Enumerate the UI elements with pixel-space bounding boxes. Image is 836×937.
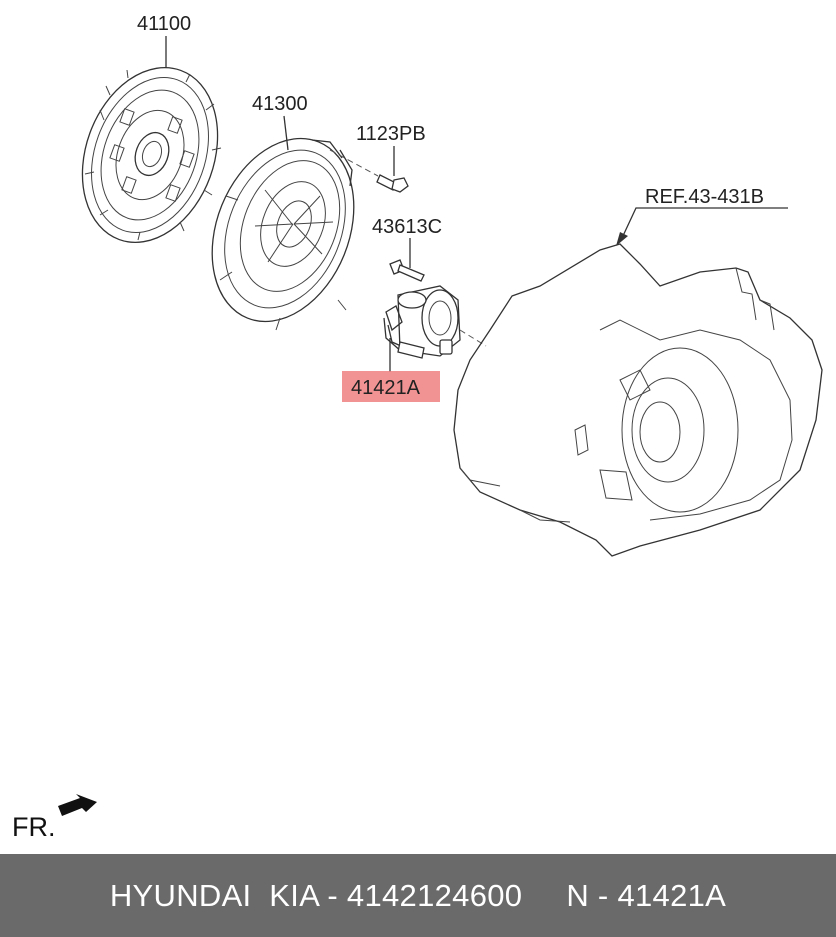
label-41300: 41300 [252, 93, 308, 115]
label-1123pb: 1123PB [356, 123, 426, 145]
front-direction-arrow-icon [58, 794, 97, 816]
footer-brand-part-number: HYUNDAI KIA - 4142124600 [109, 877, 523, 913]
footer-ref-number: N - 41421A [566, 877, 727, 913]
label-41100: 41100 [137, 13, 191, 35]
transaxle-housing [453, 243, 823, 557]
front-direction-label: FR. [12, 812, 56, 842]
label-43613c: 43613C [372, 216, 442, 238]
highlight-box [342, 371, 440, 402]
label-ref-43-431b: REF.43-431B [645, 186, 764, 208]
exploded-parts-diagram: 41100 41300 1123PB 43613C 41421A REF.43-… [58, 13, 823, 816]
leader-lines [165, 36, 788, 372]
release-bearing-41421a [383, 285, 487, 359]
ref-arrow-icon [616, 232, 628, 246]
clutch-cover-41300 [211, 137, 355, 331]
footer-bar: HYUNDAI KIA - 4142124600 N - 41421A [0, 854, 836, 937]
bolt-43613c [389, 259, 425, 282]
bolt-1123pb [329, 149, 409, 193]
label-41421a: 41421A [351, 377, 421, 399]
clutch-disc-41100 [81, 66, 222, 244]
